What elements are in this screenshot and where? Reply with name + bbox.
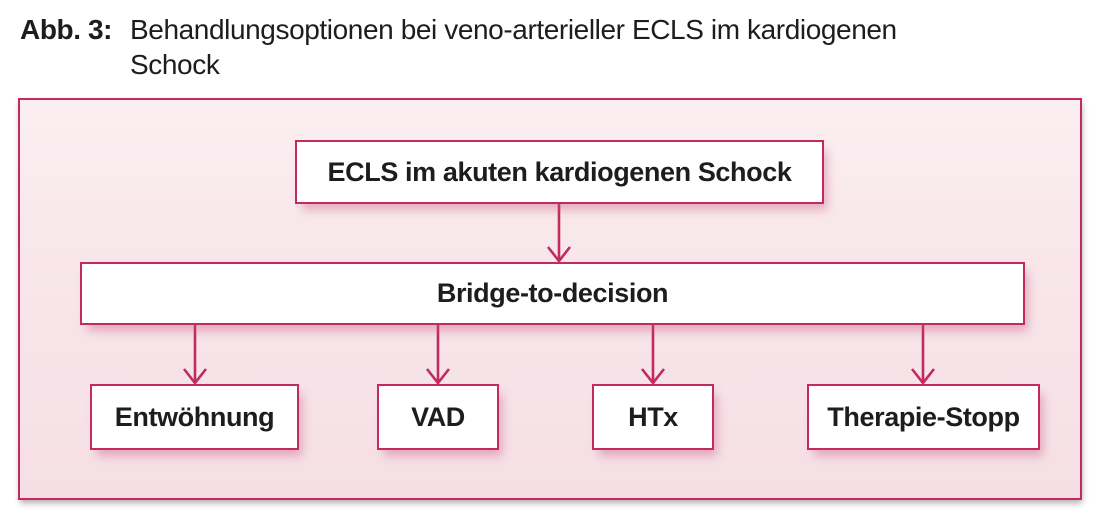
figure-label: Abb. 3: [20,14,113,45]
node-bridge-to-decision-label: Bridge-to-decision [436,278,669,308]
down-arrow-decision-to-therapie-stopp [910,325,936,386]
down-arrow-decision-to-entwoehnung [182,325,208,386]
node-ecls-root: ECLS im akuten kardiogenen Schock [295,140,824,204]
figure-caption-text: Behandlungsoptionen bei veno-arterieller… [130,12,897,82]
node-htx: HTx [592,384,714,450]
node-therapie-stopp-label: Therapie-Stopp [827,401,1020,432]
caption-line-2: Schock [130,49,220,80]
down-arrow-decision-to-vad [425,325,451,386]
node-vad-label: VAD [411,401,465,432]
node-ecls-root-label: ECLS im akuten kardiogenen Schock [327,156,792,187]
down-arrow-root-to-decision [546,204,572,264]
node-entwoehnung: Entwöhnung [90,384,299,450]
flowchart-panel: ECLS im akuten kardiogenen Schock Bridge… [18,98,1082,500]
down-arrow-decision-to-htx [640,325,666,386]
node-bridge-to-decision: Bridge-to-decision [80,262,1025,325]
caption-line-1: Behandlungsoptionen bei veno-arterieller… [130,14,897,45]
node-entwoehnung-label: Entwöhnung [114,401,275,432]
figure-caption: Abb. 3: Behandlungsoptionen bei veno-art… [20,12,897,82]
node-htx-label: HTx [628,401,678,432]
node-therapie-stopp: Therapie-Stopp [807,384,1040,450]
node-vad: VAD [377,384,499,450]
